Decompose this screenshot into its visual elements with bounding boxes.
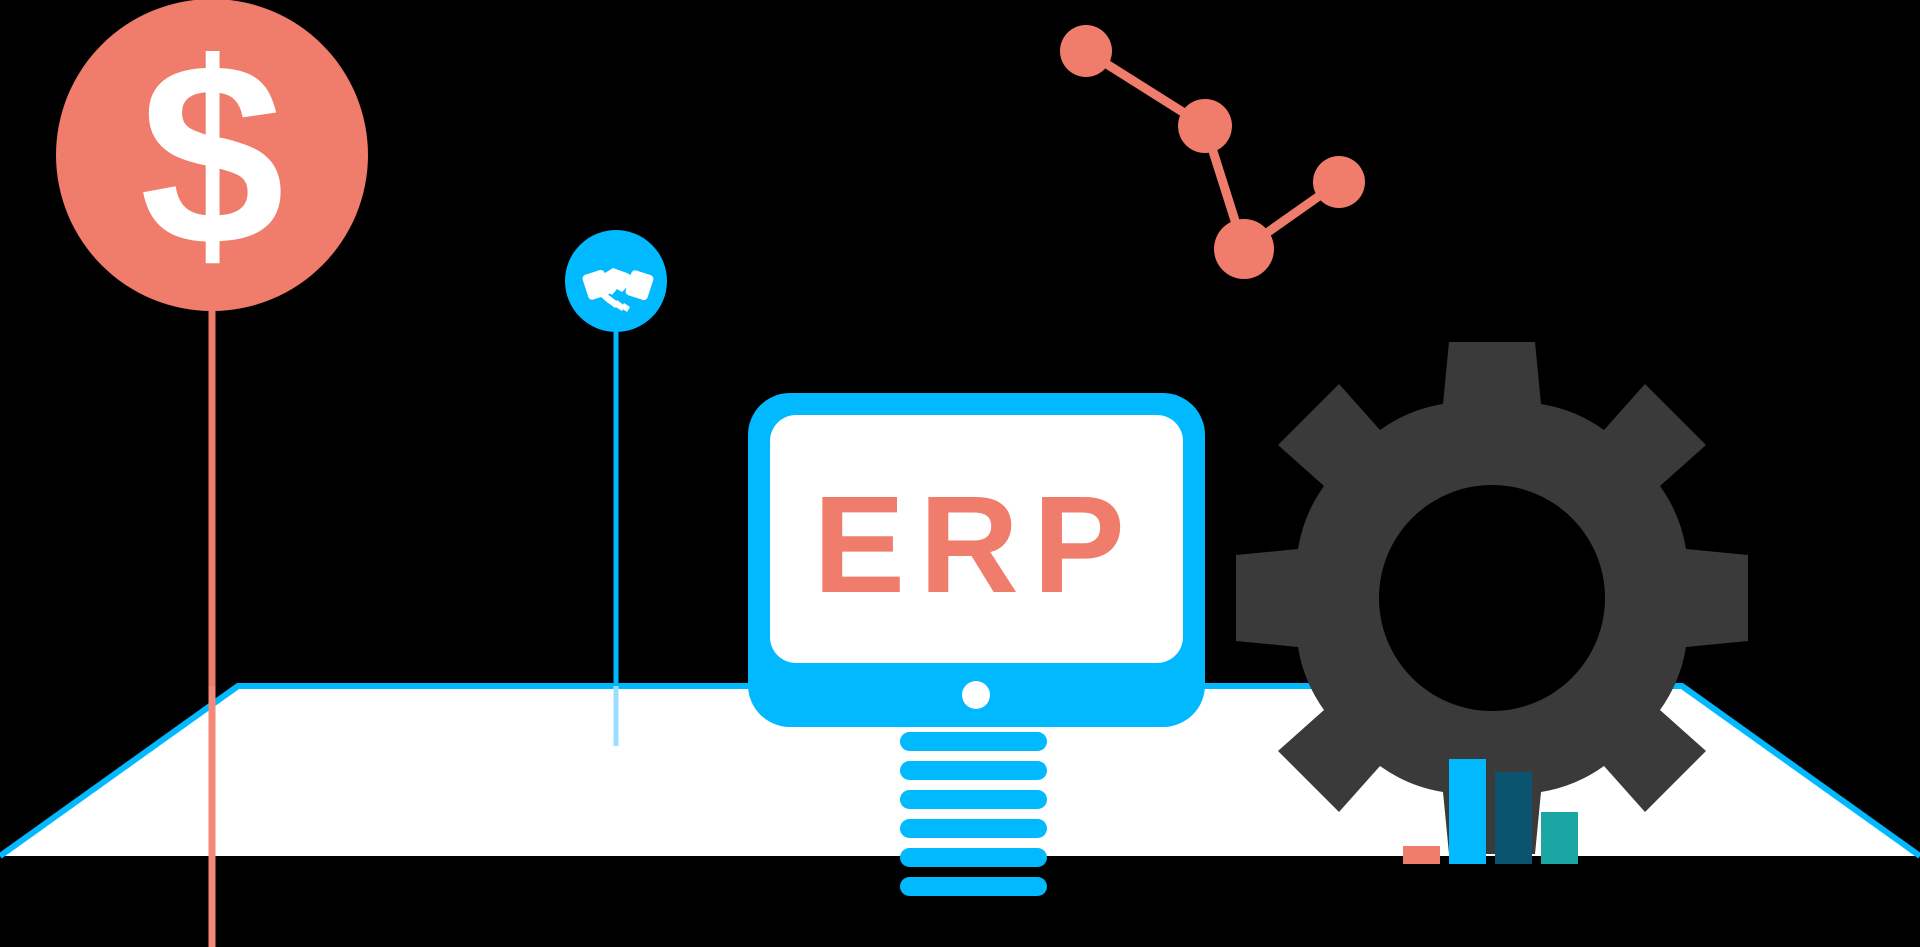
dollar-circle-bg	[56, 0, 368, 311]
stand-stripe	[900, 732, 1047, 751]
chart-bar	[1403, 846, 1440, 864]
stand-stripe	[900, 848, 1047, 867]
handshake-icon	[582, 268, 654, 312]
erp-monitor[interactable]: ERP	[748, 393, 1205, 727]
stand-stripe	[900, 761, 1047, 780]
network-node	[1178, 99, 1232, 153]
handshake-pin[interactable]	[565, 230, 667, 332]
dollar-circle: $	[56, 0, 368, 311]
network-node	[1214, 219, 1274, 279]
bar-chart	[1403, 759, 1578, 864]
stand-stripe	[900, 877, 1047, 896]
gear-hub-hole	[1379, 485, 1605, 711]
network-constellation	[1060, 25, 1365, 279]
monitor-power-dot	[962, 681, 990, 709]
stand-stripe	[900, 819, 1047, 838]
chart-bar	[1449, 759, 1486, 864]
network-node	[1060, 25, 1112, 77]
gear-icon	[1236, 342, 1748, 854]
monitor-stand	[900, 732, 1047, 896]
network-node	[1313, 156, 1365, 208]
monitor-screen	[770, 415, 1183, 663]
dollar-symbol: $	[140, 10, 285, 300]
erp-screen-label: ERP	[813, 468, 1139, 622]
chart-bar	[1495, 772, 1532, 864]
chart-bar	[1541, 812, 1578, 864]
stand-stripe	[900, 790, 1047, 809]
